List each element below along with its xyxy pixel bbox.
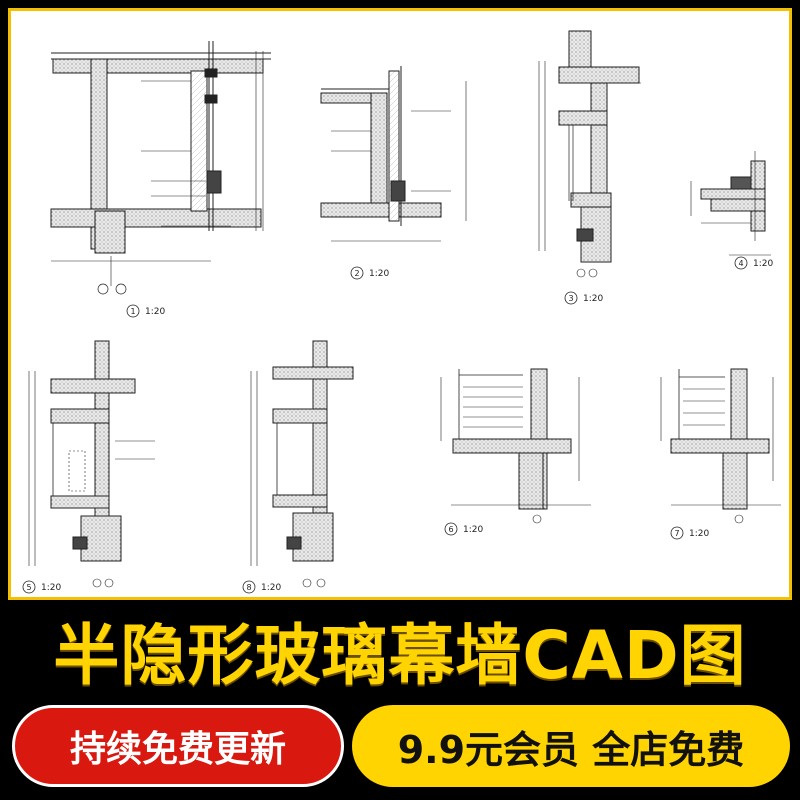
detail-drawing-4 (690, 151, 771, 270)
drawing-3-number: 3 (568, 294, 573, 303)
badge-row: 持续免费更新 9.9元会员 全店免费 (0, 705, 800, 789)
membership-badge: 9.9元会员 全店免费 (352, 705, 790, 787)
drawing-4-scale: 1:20 (753, 259, 773, 269)
drawing-3-scale: 1:20 (583, 294, 603, 304)
title-banner: 半隐形玻璃幕墙CAD图 (0, 602, 800, 698)
drawing-8-number: 8 (246, 583, 251, 592)
detail-drawing-6 (440, 368, 591, 536)
drawing-2-scale: 1:20 (369, 269, 389, 279)
cad-drawing-sheet: 1 1:20 2 1:20 3 1:20 4 1:20 5 1:20 6 1:2… (22, 30, 781, 594)
drawing-5-scale: 1:20 (41, 583, 61, 593)
detail-drawing-7 (660, 368, 781, 540)
detail-drawing-5 (22, 340, 155, 594)
drawing-8-scale: 1:20 (261, 583, 281, 593)
drawing-7-scale: 1:20 (689, 529, 709, 539)
drawing-4-number: 4 (738, 259, 743, 268)
detail-drawing-3 (538, 30, 641, 305)
drawing-5-number: 5 (26, 583, 31, 592)
drawing-1-scale: 1:20 (145, 307, 165, 317)
detail-drawing-1 (50, 41, 271, 318)
detail-drawing-8 (242, 340, 354, 594)
detail-drawing-2 (320, 66, 467, 280)
main-title: 半隐形玻璃幕墙CAD图 (53, 617, 747, 694)
drawing-2-number: 2 (354, 269, 359, 278)
drawing-7-number: 7 (674, 529, 679, 538)
free-updates-badge: 持续免费更新 (12, 705, 344, 787)
drawing-6-number: 6 (448, 525, 453, 534)
cad-drawing-panel: 1 1:20 2 1:20 3 1:20 4 1:20 5 1:20 6 1:2… (8, 8, 792, 600)
drawing-6-scale: 1:20 (463, 525, 483, 535)
drawing-1-number: 1 (130, 307, 135, 316)
